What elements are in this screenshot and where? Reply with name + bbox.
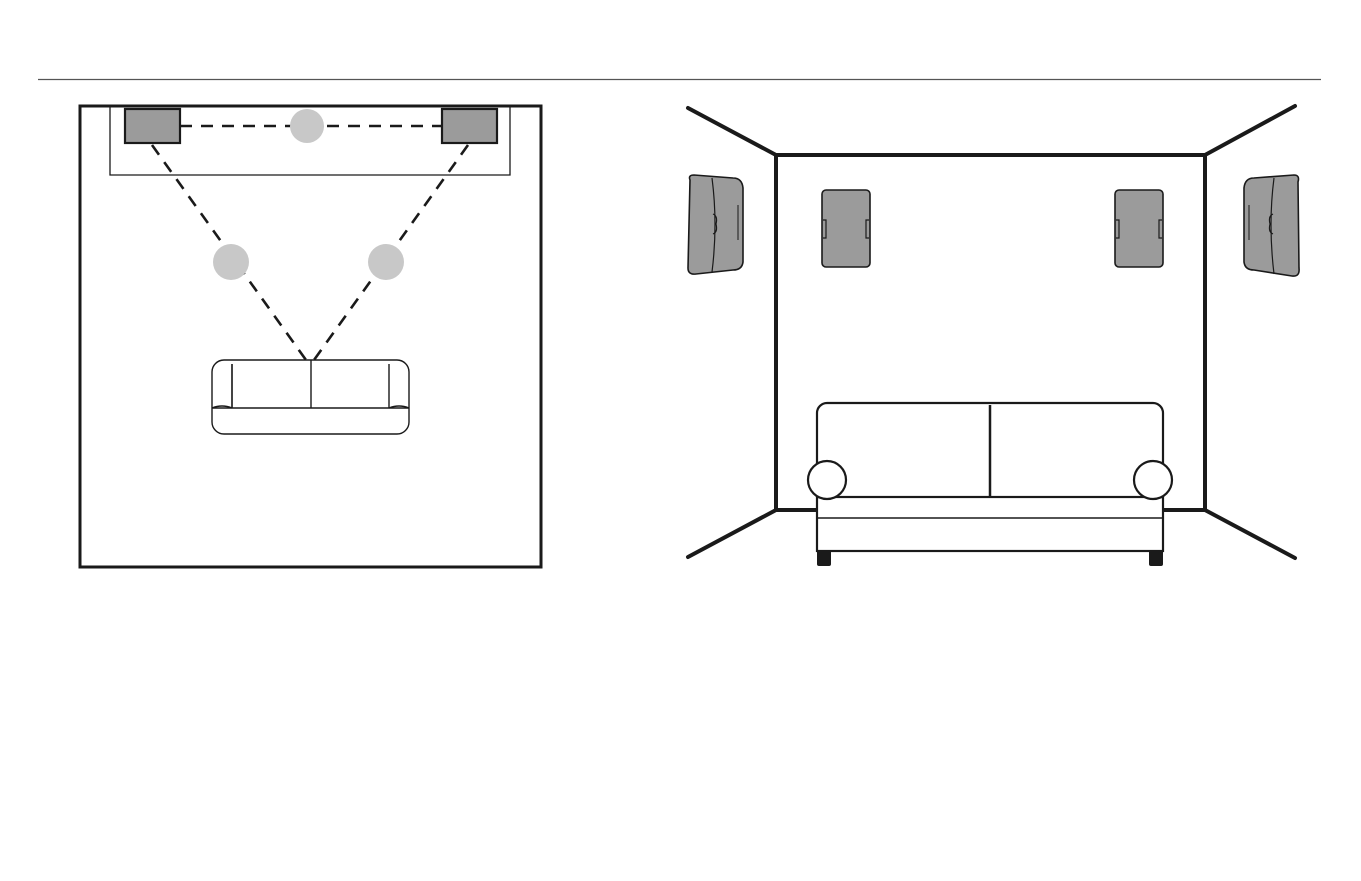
left-speaker (125, 109, 180, 143)
top-view-diagram (80, 106, 541, 567)
marker-speaker-to-speaker (290, 109, 324, 143)
marker-left-to-seat (213, 244, 249, 280)
right-front-speaker (1115, 190, 1163, 267)
marker-right-to-seat (368, 244, 404, 280)
sofa-top-view (212, 360, 409, 434)
right-wall-surround-speaker (1244, 175, 1299, 276)
sofa-front-view (808, 403, 1172, 566)
front-view-diagram (688, 106, 1299, 566)
left-wall-surround-speaker (688, 175, 743, 274)
left-front-speaker (822, 190, 870, 267)
right-speaker (442, 109, 497, 143)
